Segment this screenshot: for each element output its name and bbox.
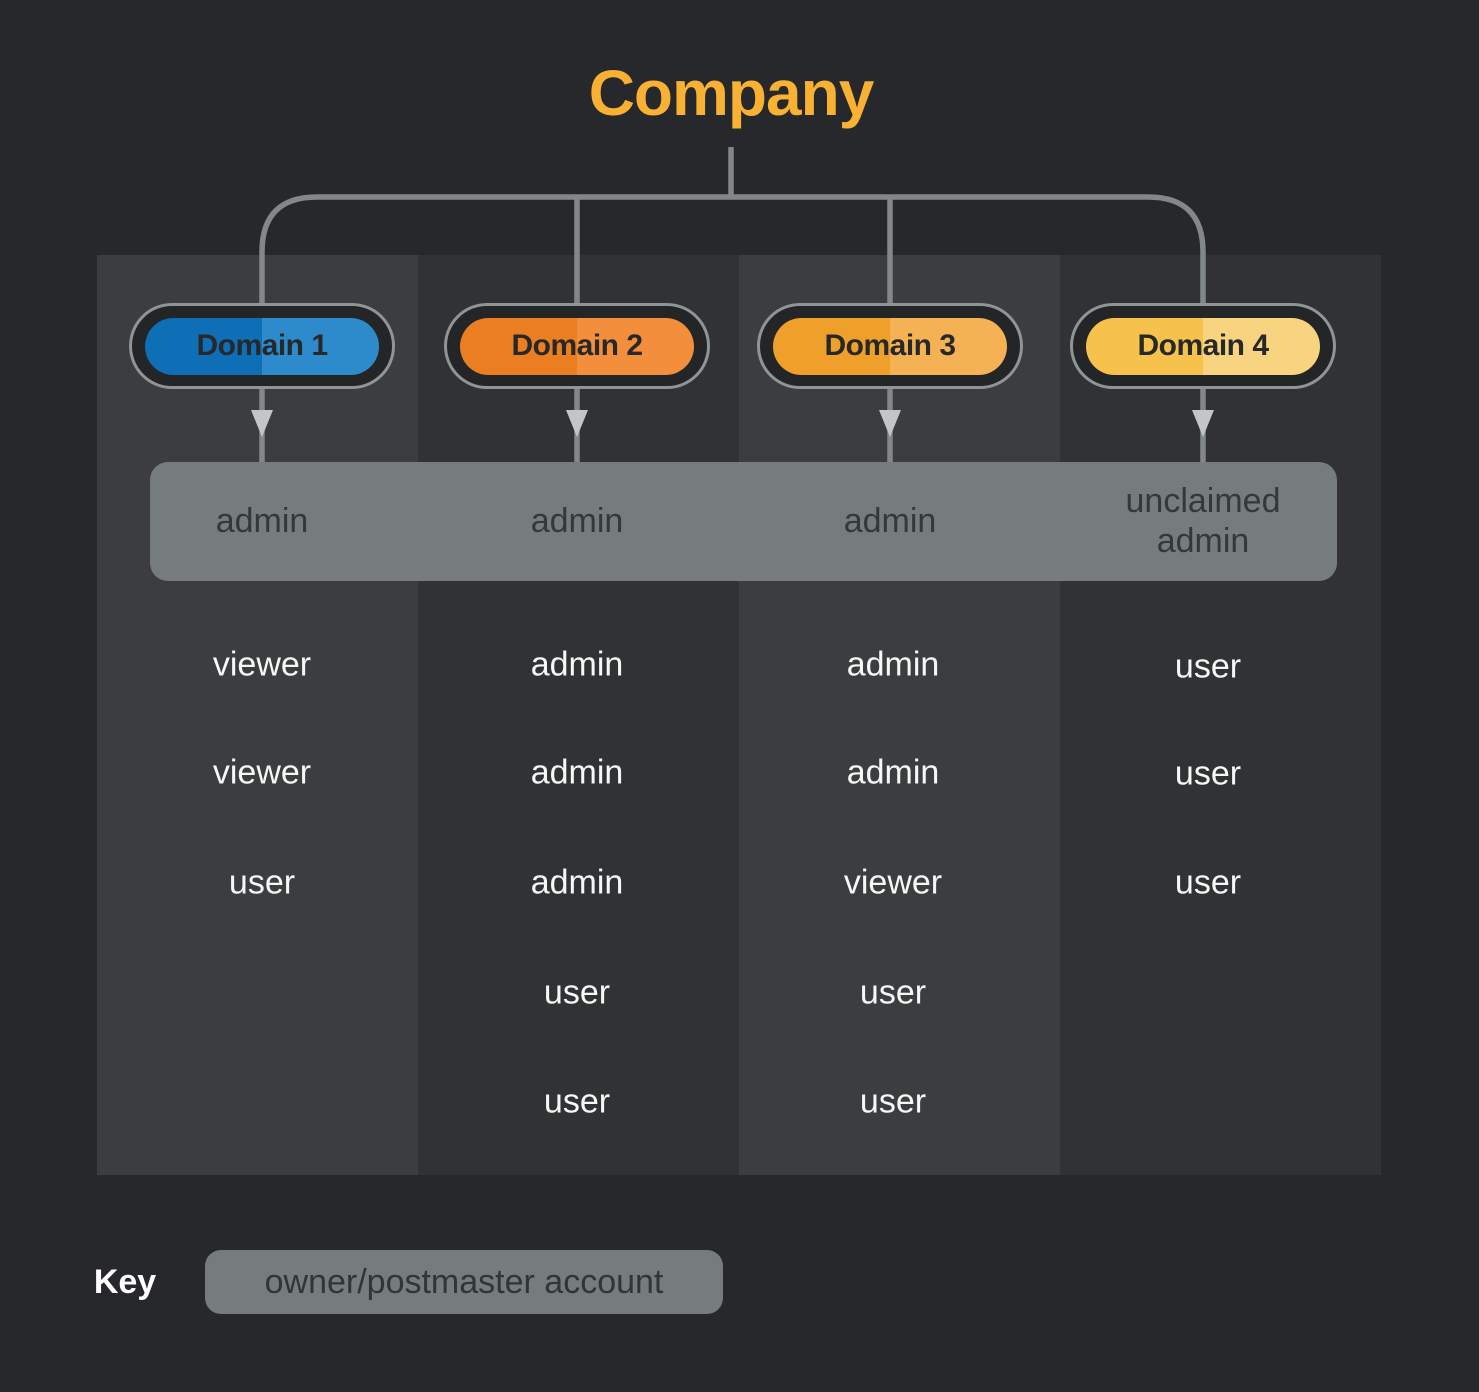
column-panel-domain4	[1060, 255, 1381, 1175]
domain4-pill: Domain 4	[1086, 317, 1320, 375]
key-value: owner/postmaster account	[264, 1262, 664, 1301]
role-item: admin	[530, 863, 624, 902]
domain3-label: Domain 3	[824, 329, 956, 362]
role-item: user	[543, 1082, 611, 1121]
column-panel-domain3	[739, 255, 1060, 1175]
role-item: user	[1174, 647, 1242, 686]
domain2-pill: Domain 2	[460, 317, 694, 375]
owner-cell-domain3: admin	[843, 501, 937, 540]
role-item: viewer	[843, 863, 943, 902]
column-panel-domain1	[97, 255, 418, 1175]
domain3-pill: Domain 3	[773, 317, 1007, 375]
role-item: user	[859, 973, 927, 1012]
owner-cell-domain2: admin	[530, 501, 624, 540]
domain1-pill: Domain 1	[145, 317, 379, 375]
role-item: user	[859, 1082, 927, 1121]
role-item: user	[543, 973, 611, 1012]
domain3-node: Domain 3	[757, 303, 1023, 389]
role-item: admin	[530, 753, 624, 792]
role-item: viewer	[212, 645, 312, 684]
domain1-node: Domain 1	[129, 303, 395, 389]
column-panel-domain2	[418, 255, 739, 1175]
role-item: admin	[846, 645, 940, 684]
owner-cell-domain1: admin	[215, 501, 309, 540]
role-item: user	[1174, 863, 1242, 902]
role-item: admin	[530, 645, 624, 684]
domain4-node: Domain 4	[1070, 303, 1336, 389]
owner-cell-domain4: unclaimed admin	[1125, 482, 1281, 560]
domain2-node: Domain 2	[444, 303, 710, 389]
key-label: Key	[93, 1262, 157, 1301]
key-owner-postmaster-swatch: owner/postmaster account	[205, 1250, 723, 1314]
domain4-label: Domain 4	[1137, 329, 1269, 362]
role-item: viewer	[212, 753, 312, 792]
role-item: user	[1174, 754, 1242, 793]
domain1-label: Domain 1	[196, 329, 328, 362]
page-title: Company	[588, 57, 875, 129]
role-item: user	[228, 863, 296, 902]
owner-postmaster-bar	[150, 462, 1337, 581]
domain2-label: Domain 2	[511, 329, 643, 362]
role-item: admin	[846, 753, 940, 792]
